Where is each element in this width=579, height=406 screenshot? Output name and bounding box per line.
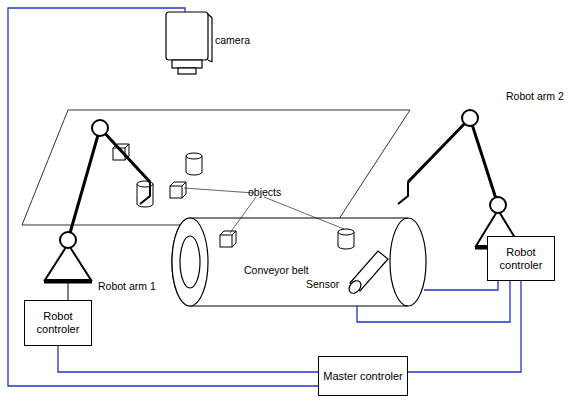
conveyor-belt: [172, 218, 426, 306]
camera-symbol: [166, 12, 212, 74]
part-label: Robot arm 1: [98, 280, 156, 292]
part-label: Robot arm 2: [506, 90, 564, 102]
part-label: Conveyor belt: [244, 264, 309, 276]
sensor-symbol: [347, 251, 388, 296]
work-plane: [22, 110, 410, 225]
part-label: camera: [215, 34, 250, 46]
part-label: objects: [248, 186, 281, 198]
part-label: Sensor: [306, 278, 339, 290]
camera-wire: [8, 8, 318, 386]
belt-wire: [424, 281, 498, 290]
robot-arm-1: [44, 120, 150, 300]
box-label: Robot controler: [492, 246, 550, 272]
objects-on-belt: [220, 229, 354, 249]
box-label: Robot controler: [29, 310, 87, 336]
box-label: Master controler: [323, 370, 402, 383]
robot-controller-box: Robot controler: [24, 300, 92, 346]
master-controller-box: Master controler: [318, 356, 408, 396]
wire: [408, 281, 521, 372]
wire: [58, 346, 318, 372]
objects-on-plane: [113, 144, 202, 207]
robot-controller-box: Robot controler: [487, 236, 555, 281]
wires: [8, 8, 510, 386]
